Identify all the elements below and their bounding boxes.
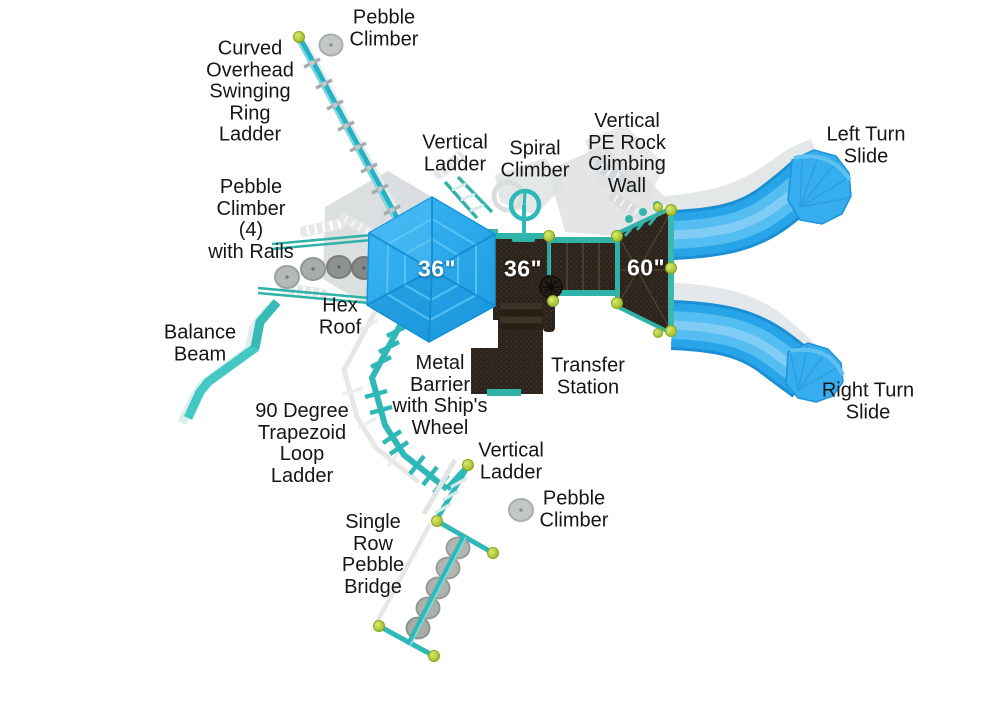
pebble-climber-top-shape [318, 33, 344, 57]
label-pe-rock-climbing-wall: Vertical PE Rock Climbing Wall [588, 110, 666, 197]
balance-beam-shape [177, 299, 281, 425]
pebble-climber-rails-shape [257, 233, 377, 305]
pebble-bridge-shape [375, 518, 495, 659]
right-turn-slide-shape [670, 300, 845, 403]
label-spiral-climber: Spiral Climber [500, 137, 570, 181]
spiral-climber-shape [491, 179, 542, 242]
transfer-steps [500, 303, 542, 330]
deck-size-square-deck: 36" [504, 255, 542, 282]
vertical-ladder-top-shape [443, 175, 494, 220]
label-metal-barrier-ships-wheel: Metal Barrier with Ship's Wheel [392, 352, 488, 439]
label-transfer-station: Transfer Station [551, 354, 625, 398]
hex-roof-shape [366, 196, 496, 343]
label-left-turn-slide: Left Turn Slide [826, 123, 906, 167]
label-pebble-climber-top: Pebble Climber [349, 6, 419, 50]
label-pebble-climber-4-with-rails: Pebble Climber (4) with Rails [208, 176, 294, 263]
label-90-degree-trapezoid-loop-ladder: 90 Degree Trapezoid Loop Ladder [255, 400, 349, 487]
deck-size-hex-roof: 36" [418, 255, 456, 282]
label-hex-roof: Hex Roof [318, 294, 362, 338]
rail-pebbles [274, 255, 377, 289]
loop-ladder-rungs [364, 324, 450, 495]
label-right-turn-slide: Right Turn Slide [821, 379, 915, 423]
vertical-ladder-bottom-shape [421, 458, 471, 521]
rock-wall-steps [623, 214, 659, 237]
post [293, 31, 305, 43]
ships-wheel-shape [539, 275, 563, 299]
deck-size-large-deck: 60" [627, 254, 665, 281]
label-curved-overhead-ring-ladder: Curved Overhead Swinging Ring Ladder [206, 37, 294, 146]
label-vertical-ladder-bottom: Vertical Ladder [478, 439, 544, 483]
pebble-climber-bottom-shape [508, 498, 534, 522]
ring-hubs [309, 60, 395, 213]
deck-posts [373, 202, 677, 662]
label-pebble-climber-bottom: Pebble Climber [539, 487, 609, 531]
label-single-row-pebble-bridge: Single Row Pebble Bridge [341, 511, 405, 598]
label-balance-beam: Balance Beam [163, 321, 237, 365]
ring-ladder-shape [293, 31, 412, 235]
loop-ladder-shape [341, 306, 471, 495]
label-vertical-ladder-top: Vertical Ladder [422, 131, 488, 175]
transfer-station-shape [471, 300, 555, 396]
left-turn-slide-shape [670, 149, 852, 260]
